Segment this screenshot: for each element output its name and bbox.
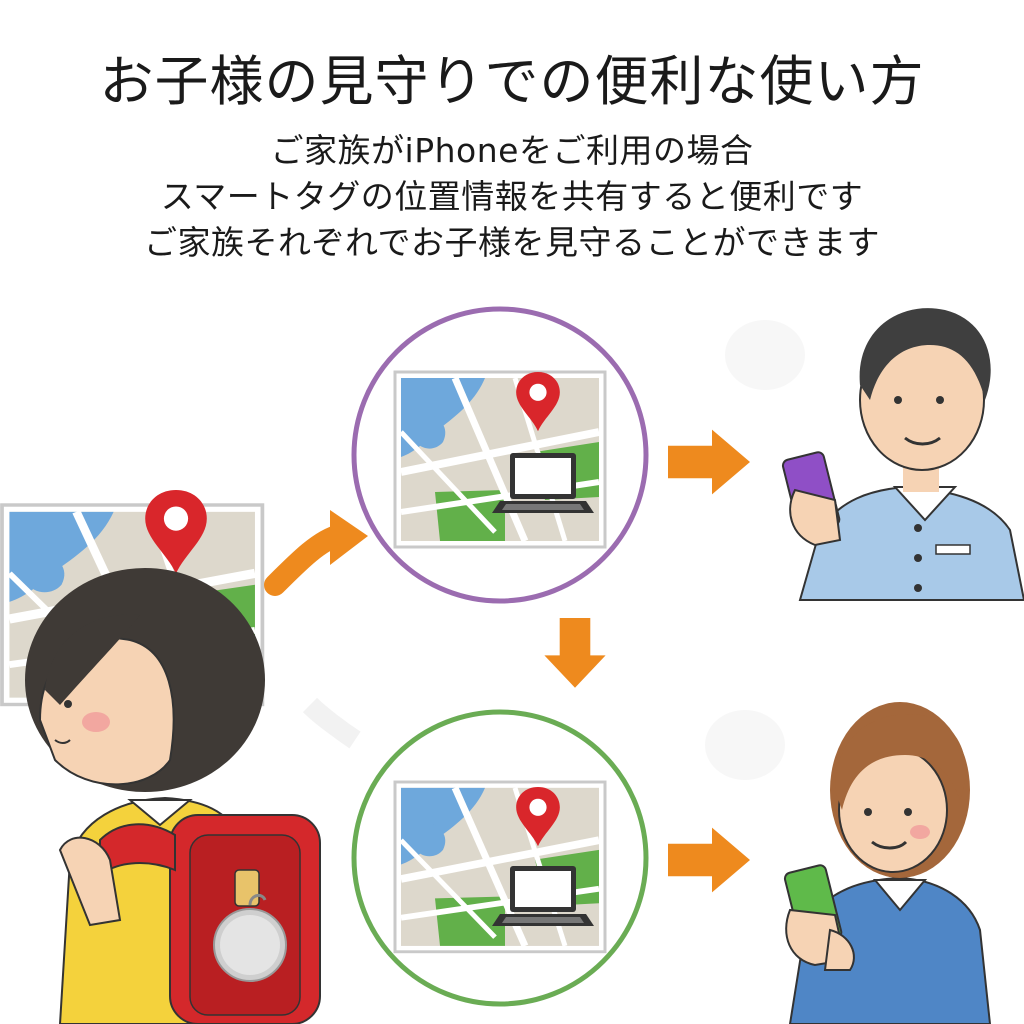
- mother-figure: [783, 702, 992, 1024]
- arrow-icon: [330, 510, 368, 565]
- page-title: お子様の見守りでの便利な使い方: [99, 50, 925, 113]
- subtitle-line-3: ご家族それぞれでお子様を見守ることができます: [143, 223, 880, 262]
- arrow-icon: [544, 618, 606, 688]
- father-figure: [781, 308, 1024, 601]
- child-figure: [25, 568, 321, 1024]
- shared-map-circle-bottom: [351, 709, 649, 1007]
- illustration: [0, 280, 1024, 1024]
- subtitle-block: ご家族がiPhoneをご利用の場合 スマートタグの位置情報を共有すると便利です …: [0, 128, 1024, 266]
- smart-tag-icon: [213, 893, 287, 982]
- subtitle-line-1: ご家族がiPhoneをご利用の場合: [270, 131, 754, 170]
- arrow-icon: [668, 827, 750, 893]
- arrow-icon: [668, 429, 750, 495]
- subtitle-line-2: スマートタグの位置情報を共有すると便利です: [160, 177, 864, 216]
- shared-map-circle-top: [351, 306, 649, 604]
